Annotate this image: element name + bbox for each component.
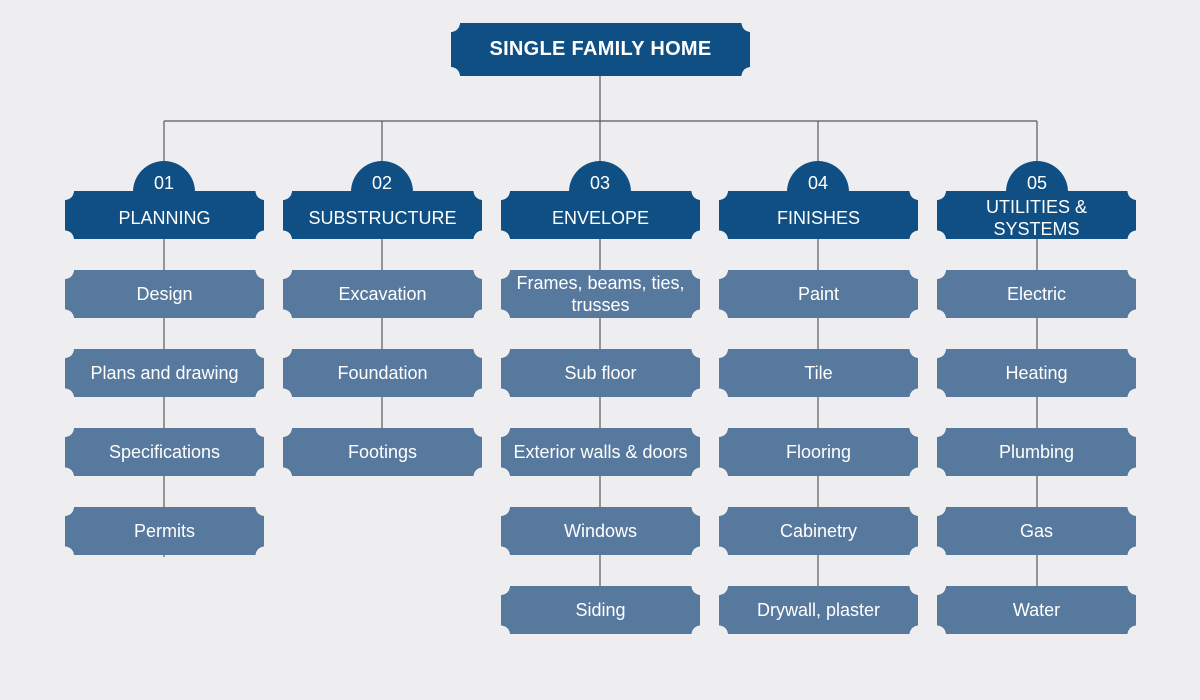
- column-4-item-1: Paint: [719, 270, 918, 318]
- column-5-item-5: Water: [937, 586, 1136, 634]
- column-3-item-1: Frames, beams, ties, trusses: [501, 270, 700, 318]
- column-5-item-1: Electric: [937, 270, 1136, 318]
- column-3-item-2: Sub floor: [501, 349, 700, 397]
- column-2-title: SUBSTRUCTURE: [308, 208, 457, 228]
- column-5-item-3: Plumbing: [937, 428, 1136, 476]
- column-4-item-4: Cabinetry: [719, 507, 918, 555]
- column-2-header: SUBSTRUCTURE: [283, 191, 482, 239]
- column-5-header: UTILITIES & SYSTEMS: [937, 191, 1136, 239]
- column-4-item-2: Tile: [719, 349, 918, 397]
- column-3-title: ENVELOPE: [551, 208, 650, 228]
- column-3-item-5: Siding: [501, 586, 700, 634]
- column-5-item-4: Gas: [937, 507, 1136, 555]
- column-4-title: FINISHES: [776, 208, 860, 228]
- column-2-item-1: Excavation: [283, 270, 482, 318]
- column-2-item-3: Footings: [283, 428, 482, 476]
- column-1-header: PLANNING: [65, 191, 264, 239]
- column-1-item-4: Permits: [65, 507, 264, 555]
- column-2-item-2: Foundation: [283, 349, 482, 397]
- column-3-item-3: Exterior walls & doors: [501, 428, 700, 476]
- column-1-item-2: Plans and drawing: [65, 349, 264, 397]
- column-3-item-4: Windows: [501, 507, 700, 555]
- column-4-header: FINISHES: [719, 191, 918, 239]
- column-1-item-1: Design: [65, 270, 264, 318]
- column-4-item-3: Flooring: [719, 428, 918, 476]
- column-3-header: ENVELOPE: [501, 191, 700, 239]
- root-node: SINGLE FAMILY HOME: [451, 23, 750, 76]
- root-title: SINGLE FAMILY HOME: [489, 38, 712, 60]
- column-1-item-3: Specifications: [65, 428, 264, 476]
- column-1-title: PLANNING: [118, 208, 211, 228]
- column-4-item-5: Drywall, plaster: [719, 586, 918, 634]
- column-5-title: UTILITIES & SYSTEMS: [985, 197, 1088, 239]
- column-5-item-2: Heating: [937, 349, 1136, 397]
